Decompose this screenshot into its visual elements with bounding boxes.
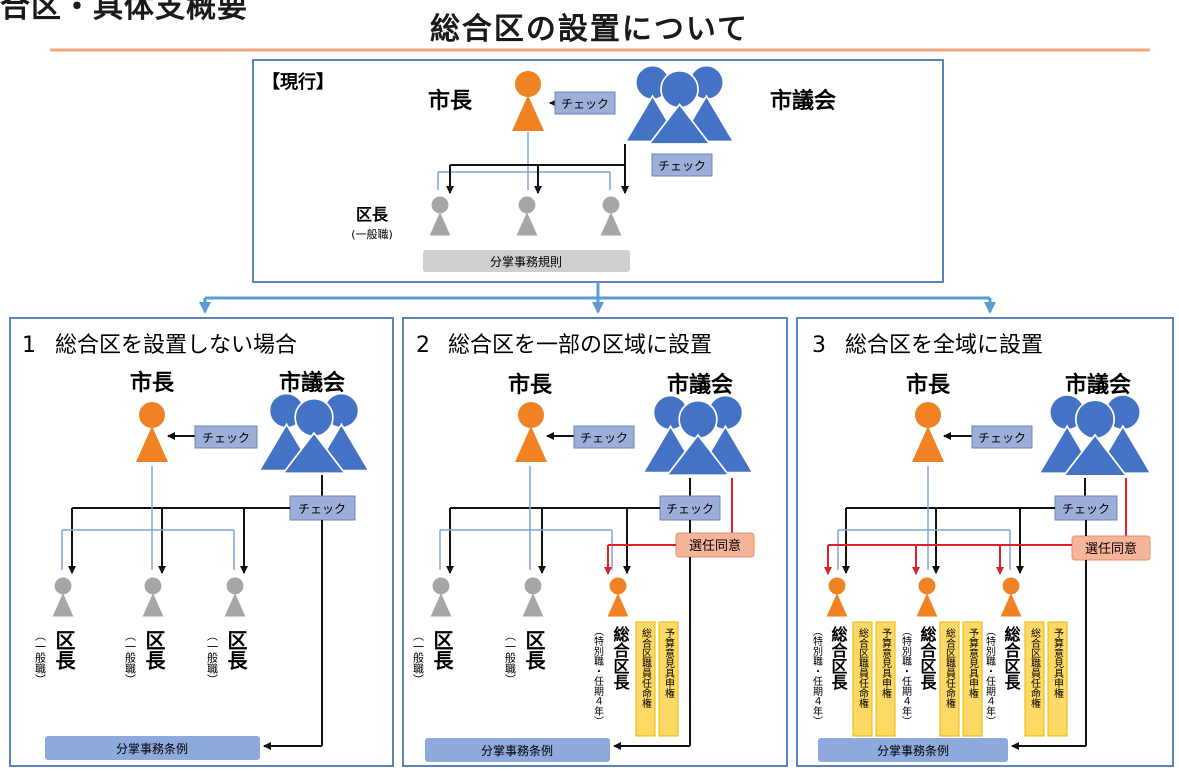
- current-rules-box: [423, 250, 630, 272]
- p2-general-label-1: ︵一般職︶: [412, 630, 425, 685]
- p3-staff-power-box-3: [1024, 621, 1045, 737]
- p3-check-top-text: チェック: [978, 431, 1026, 445]
- p1-check-mid-box: [289, 495, 356, 521]
- p1-general-label-1: ︵一般職︶: [34, 630, 47, 685]
- p2-special-term-label: ︵特別職・任期４年︶: [592, 626, 604, 726]
- p2-ordinance-text: 分掌事務条例: [481, 744, 553, 758]
- p3-mayor-label: 市長: [906, 372, 951, 398]
- panel-1-number: 1: [22, 333, 36, 358]
- current-check-top-box: [554, 91, 616, 115]
- p2-budget-power-text: 予算意見具申権: [663, 628, 675, 699]
- current-check-mid-box: [651, 153, 713, 177]
- p1-ordinance-box: [45, 736, 260, 760]
- p2-general-label-2: ︵一般職︶: [504, 630, 517, 685]
- current-check-mid-text: チェック: [658, 159, 706, 173]
- p2-check-top-text: チェック: [580, 431, 628, 445]
- page-title: 総合区の設置について: [429, 12, 750, 47]
- p2-council-label: 市議会: [667, 372, 733, 398]
- header-partial-title: 合区・具体支概要: [0, 0, 248, 25]
- p3-check-mid-box: [1054, 495, 1118, 521]
- p2-ward-head-label-1: 区長: [430, 630, 454, 671]
- p1-check-top-box: [194, 425, 258, 449]
- p1-check-mid-text: チェック: [298, 502, 346, 516]
- p3-budget-power-text-2: 予算意見具申権: [967, 628, 979, 699]
- current-general-label: (一般職): [351, 228, 393, 241]
- current-council-label: 市議会: [770, 88, 836, 114]
- p1-ward-head-label-2: 区長: [142, 630, 166, 671]
- p3-staff-power-text-3: 総合区職員任命権: [1029, 627, 1041, 709]
- current-label: 【現行】: [262, 71, 334, 93]
- p1-general-label-3: ︵一般職︶: [206, 630, 219, 685]
- panel-3-title: 総合区を全域に設置: [845, 333, 1043, 358]
- p2-consent-text: 選任同意: [689, 538, 741, 554]
- p2-ordinance-box: [425, 738, 610, 762]
- panel-1-title: 総合区を設置しない場合: [55, 333, 297, 358]
- p3-special-term-label-3: ︵特別職・任期４年︶: [984, 626, 996, 726]
- p3-budget-power-text-3: 予算意見具申権: [1052, 628, 1064, 699]
- p2-staff-power-text: 総合区職員任命権: [640, 627, 652, 709]
- p1-ward-head-label-1: 区長: [52, 630, 76, 671]
- current-ward-head-label: 区長: [356, 205, 389, 224]
- p2-mayor-label: 市長: [508, 372, 553, 398]
- p3-budget-power-text-1: 予算意見具申権: [880, 628, 892, 699]
- p3-general-ward-head-label-1: 総合区長: [829, 625, 848, 691]
- p3-budget-power-box-2: [962, 621, 983, 737]
- current-check-top-text: チェック: [561, 97, 609, 111]
- p3-council-label: 市議会: [1065, 372, 1131, 398]
- p2-check-mid-text: チェック: [666, 502, 714, 516]
- p3-ordinance-box: [818, 738, 1008, 762]
- p3-general-ward-head-label-3: 総合区長: [1002, 625, 1021, 691]
- p2-general-ward-head-label: 総合区長: [611, 625, 630, 691]
- panel-2-number: 2: [416, 333, 430, 358]
- p2-staff-power-box: [635, 621, 656, 737]
- panel-2-title: 総合区を一部の区域に設置: [448, 333, 712, 358]
- p2-budget-power-box: [658, 621, 679, 737]
- p3-special-term-label-1: ︵特別職・任期４年︶: [811, 626, 823, 726]
- p3-check-top-box: [971, 425, 1033, 449]
- p3-consent-text: 選任同意: [1085, 541, 1137, 557]
- p3-consent-box: [1071, 535, 1151, 561]
- p1-general-label-2: ︵一般職︶: [124, 630, 137, 685]
- p1-council-label: 市議会: [279, 370, 345, 396]
- p3-ordinance-text: 分掌事務条例: [877, 744, 949, 758]
- current-rules-text: 分掌事務規則: [490, 254, 562, 269]
- p1-check-top-text: チェック: [202, 431, 250, 445]
- panel-1: [9, 317, 394, 767]
- p2-ward-head-label-2: 区長: [522, 630, 546, 671]
- p3-check-mid-text: チェック: [1062, 502, 1110, 516]
- p3-staff-power-text-1: 総合区職員任命権: [857, 627, 869, 709]
- p1-ward-labels: 区長 ︵一般職︶ 区長 ︵一般職︶ 区長 ︵一般職︶: [34, 630, 249, 685]
- p3-staff-power-box-2: [939, 621, 960, 737]
- current-mayor-label: 市長: [428, 88, 473, 114]
- panel-3-number: 3: [812, 333, 826, 358]
- p3-budget-power-box-1: [875, 621, 896, 737]
- p1-ordinance-text: 分掌事務条例: [116, 742, 188, 756]
- p2-check-mid-box: [659, 495, 721, 521]
- p3-staff-power-box-1: [852, 621, 873, 737]
- p3-special-term-label-2: ︵特別職・任期４年︶: [900, 626, 912, 726]
- p1-mayor-label: 市長: [130, 370, 175, 396]
- p1-ward-head-label-3: 区長: [224, 630, 248, 671]
- p3-general-ward-head-label-2: 総合区長: [918, 625, 937, 691]
- p3-budget-power-box-3: [1047, 621, 1068, 737]
- p3-staff-power-text-2: 総合区職員任命権: [944, 627, 956, 709]
- p2-check-top-box: [573, 425, 635, 449]
